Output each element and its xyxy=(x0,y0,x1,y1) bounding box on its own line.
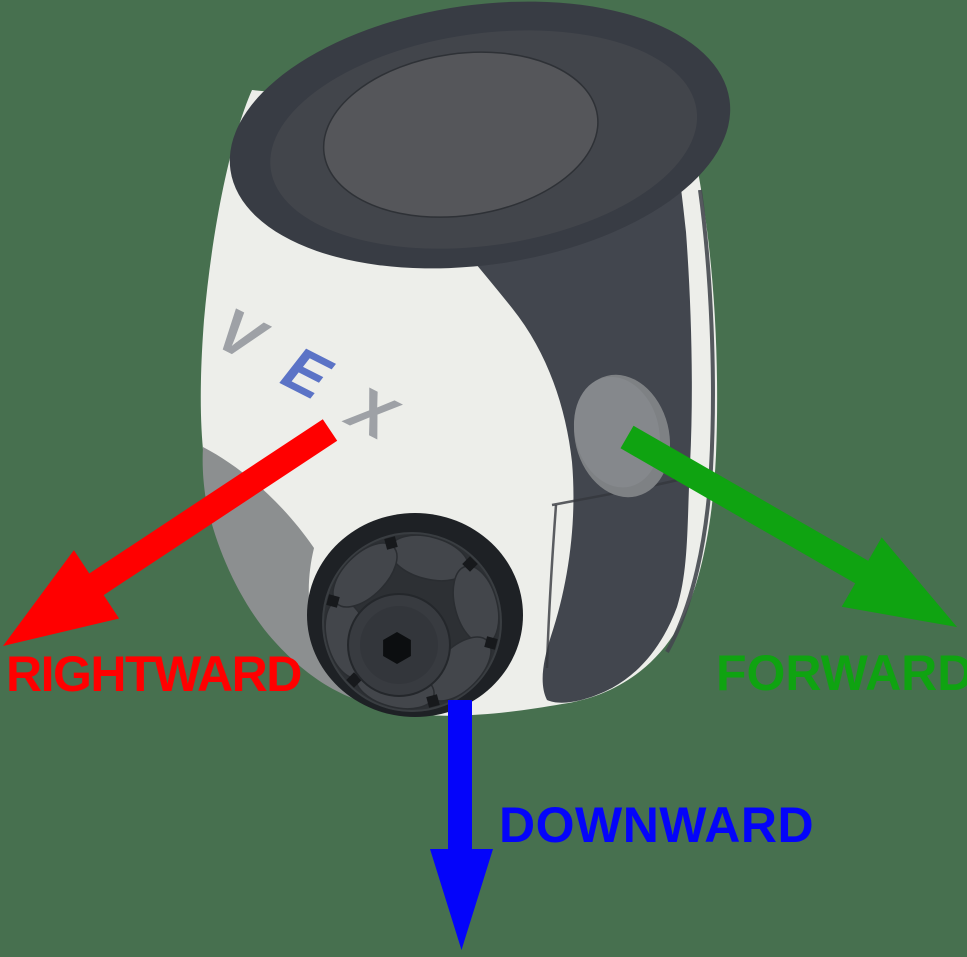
rightward-label: RIGHTWARD xyxy=(6,646,301,702)
omni-wheel-rim-highlight xyxy=(322,532,502,712)
robot-base-gray xyxy=(202,447,382,706)
side-button-face xyxy=(573,376,660,488)
side-button xyxy=(573,374,671,498)
hex-socket xyxy=(383,632,411,664)
body-right-edge-shadow xyxy=(665,189,715,653)
forward-arrow xyxy=(620,425,957,627)
top-cap-button xyxy=(322,51,599,218)
downward-label: DOWNWARD xyxy=(499,797,814,853)
panel-seam-vertical xyxy=(545,504,558,669)
robot-side-panel-dark xyxy=(383,134,692,703)
robot-top-cap xyxy=(229,1,731,269)
downward-arrow xyxy=(430,700,493,950)
forward-label: FORWARD xyxy=(716,645,967,701)
rightward-arrow xyxy=(3,419,338,646)
